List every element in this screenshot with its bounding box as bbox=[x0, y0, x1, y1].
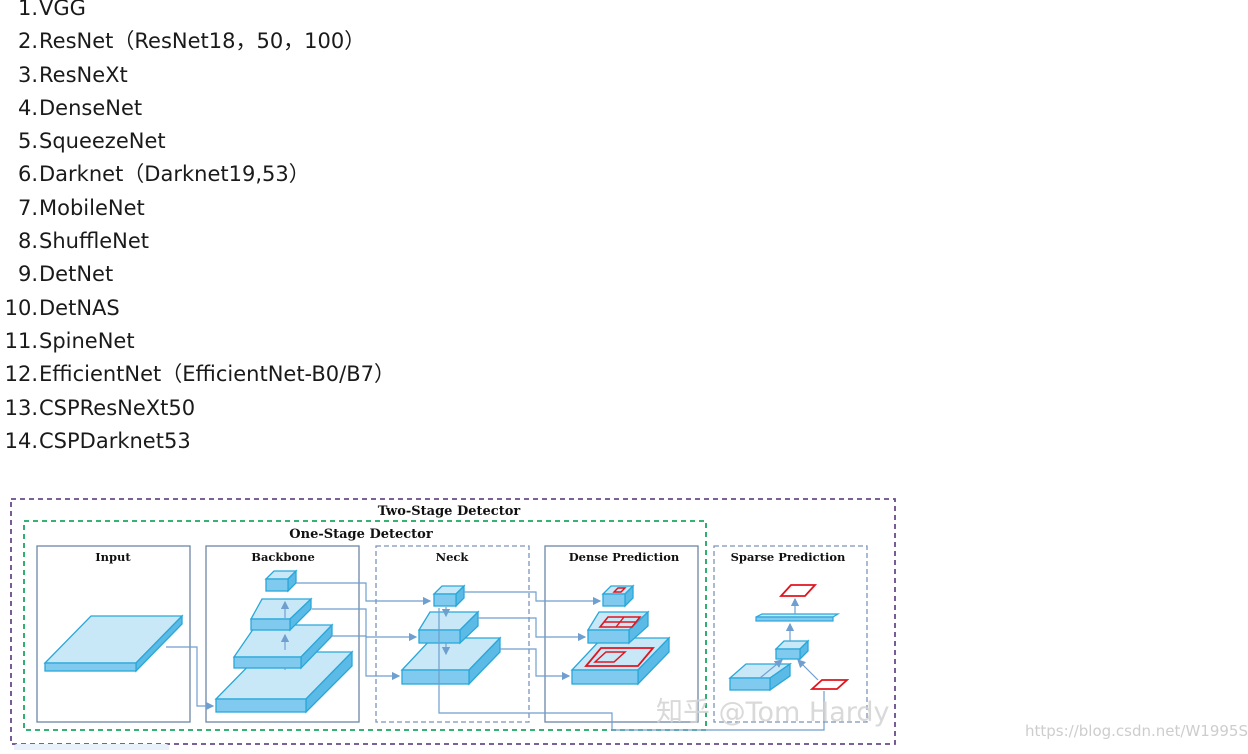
dense-block-1 bbox=[570, 636, 671, 686]
list-item-number: 7. bbox=[17, 195, 38, 220]
input-panel bbox=[36, 545, 191, 723]
list-item-number: 10. bbox=[4, 295, 38, 320]
list-item-text: SqueezeNet bbox=[39, 129, 166, 154]
neck-panel bbox=[375, 545, 530, 723]
dense-block-3 bbox=[601, 584, 635, 608]
list-item-number: 1. bbox=[17, 0, 38, 20]
one-stage-detector-border bbox=[23, 520, 707, 731]
neck-label: Neck bbox=[436, 550, 470, 564]
list-item-number: 6. bbox=[17, 162, 38, 187]
list-item: 8.ShuffleNet bbox=[0, 225, 395, 258]
dense-prediction-panel bbox=[544, 545, 699, 723]
list-item-text: CSPResNeXt50 bbox=[39, 395, 196, 420]
list-item-text: ShuffleNet bbox=[39, 229, 150, 254]
list-item: 4.DenseNet bbox=[0, 92, 395, 125]
connector-arrows bbox=[166, 582, 825, 731]
list-item-number: 12. bbox=[4, 362, 38, 387]
bottom-toolbar-edge bbox=[14, 744, 169, 750]
list-item-number: 11. bbox=[4, 328, 38, 353]
neck-block-3 bbox=[432, 584, 466, 608]
list-item: 7.MobileNet bbox=[0, 192, 395, 225]
list-item-number: 2. bbox=[17, 29, 38, 54]
list-item-text: ResNet（ResNet18，50，100） bbox=[39, 29, 366, 54]
list-item-number: 8. bbox=[17, 229, 38, 254]
csdn-watermark: https://blog.csdn.net/W1995S bbox=[1025, 722, 1248, 740]
backbone-label: Backbone bbox=[251, 550, 315, 564]
list-item-text: CSPDarknet53 bbox=[39, 428, 191, 453]
list-item: 9.DetNet bbox=[0, 258, 395, 291]
list-item-text: MobileNet bbox=[39, 195, 145, 220]
sparse-prediction-label: Sparse Prediction bbox=[731, 550, 846, 564]
list-item-number: 3. bbox=[17, 62, 38, 87]
neck-block-1 bbox=[400, 636, 502, 686]
dense-block-2 bbox=[586, 610, 650, 645]
sparse-block-2 bbox=[774, 639, 810, 661]
input-image-block bbox=[43, 614, 184, 673]
list-item: 2.ResNet（ResNet18，50，100） bbox=[0, 25, 395, 58]
two-stage-detector-border bbox=[10, 498, 896, 745]
list-item: 12.EfficientNet（EfficientNet-B0/B7） bbox=[0, 358, 395, 391]
list-item-text: EfficientNet（EfficientNet-B0/B7） bbox=[39, 362, 395, 387]
input-label: Input bbox=[95, 550, 131, 564]
two-stage-detector-title: Two-Stage Detector bbox=[378, 504, 521, 519]
list-item-number: 4. bbox=[17, 95, 38, 120]
list-item-text: DetNet bbox=[39, 262, 114, 287]
dense-prediction-label: Dense Prediction bbox=[569, 550, 680, 564]
list-item: 11.SpineNet bbox=[0, 325, 395, 358]
list-item: 10.DetNAS bbox=[0, 292, 395, 325]
backbone-panel bbox=[205, 545, 360, 723]
list-item: 5.SqueezeNet bbox=[0, 125, 395, 158]
sparse-prediction-panel bbox=[713, 545, 868, 723]
list-item-text: VGG bbox=[39, 0, 86, 20]
sparse-block-1 bbox=[728, 662, 793, 692]
list-item-number: 13. bbox=[4, 395, 38, 420]
sparse-output-box bbox=[778, 584, 818, 597]
list-item: 13.CSPResNeXt50 bbox=[0, 392, 395, 425]
list-item-text: DetNAS bbox=[39, 295, 120, 320]
list-item: 1.VGG bbox=[0, 0, 395, 25]
zhihu-watermark: 知乎 @Tom Hardy bbox=[656, 697, 890, 728]
sparse-roi-box bbox=[809, 679, 850, 690]
list-item: 3.ResNeXt bbox=[0, 59, 395, 92]
list-item-number: 9. bbox=[17, 262, 38, 287]
backbone-list: 1.VGG 2.ResNet（ResNet18，50，100） 3.ResNeX… bbox=[0, 0, 395, 458]
one-stage-detector-title: One-Stage Detector bbox=[289, 527, 433, 542]
list-item: 6.Darknet（Darknet19,53） bbox=[0, 158, 395, 191]
list-item-text: ResNeXt bbox=[39, 62, 128, 87]
list-item-text: DenseNet bbox=[39, 95, 143, 120]
list-item-text: Darknet（Darknet19,53） bbox=[39, 162, 310, 187]
backbone-block-4 bbox=[264, 569, 298, 593]
list-item: 14.CSPDarknet53 bbox=[0, 425, 395, 458]
list-item-number: 14. bbox=[4, 428, 38, 453]
list-item-number: 5. bbox=[17, 129, 38, 154]
list-item-text: SpineNet bbox=[39, 328, 135, 353]
sparse-fc-layer bbox=[755, 613, 841, 622]
detector-architecture-figure: Two-Stage Detector One-Stage Detector In… bbox=[0, 490, 1240, 750]
